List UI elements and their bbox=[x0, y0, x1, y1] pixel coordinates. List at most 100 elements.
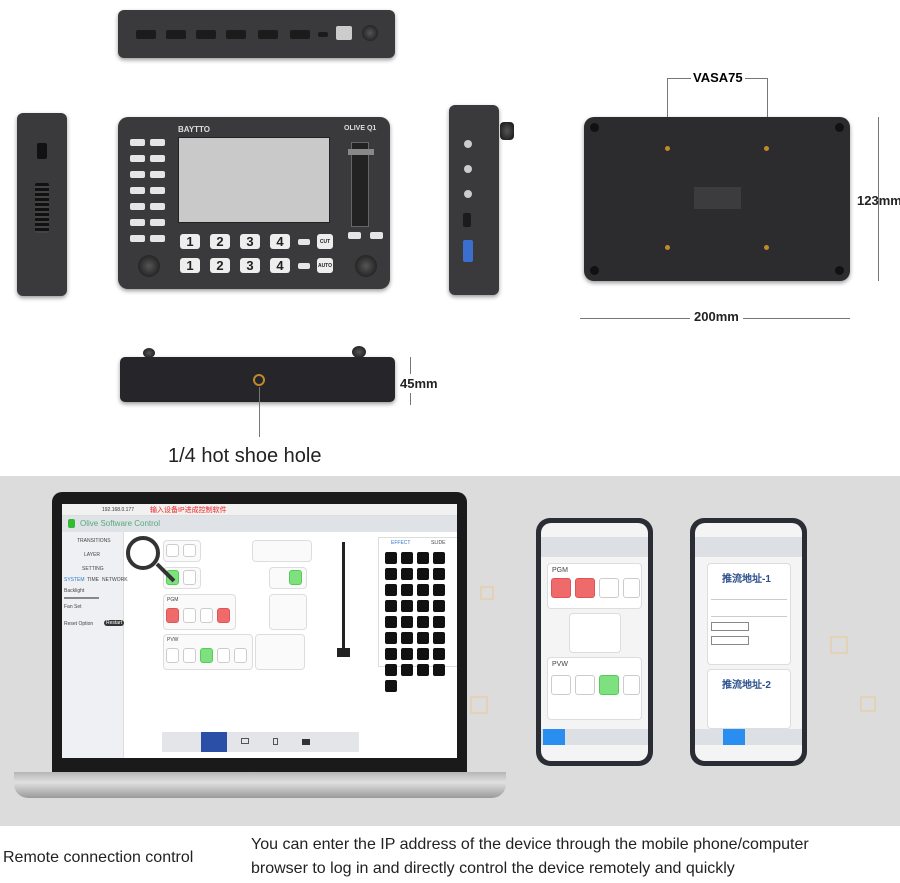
stream-start-button[interactable] bbox=[711, 622, 749, 631]
pgm-button-3[interactable]: 3 bbox=[240, 234, 260, 249]
small-button[interactable] bbox=[298, 263, 310, 269]
pgm-button[interactable] bbox=[551, 578, 571, 598]
backlight-slider[interactable] bbox=[64, 597, 99, 599]
pvw-button-4[interactable]: 4 bbox=[270, 258, 290, 273]
app-title: Olive Software Control bbox=[80, 519, 161, 528]
func-button[interactable] bbox=[150, 139, 165, 146]
device-back-view bbox=[584, 117, 850, 281]
pvw-label: PVW bbox=[167, 637, 179, 643]
func-button[interactable] bbox=[150, 187, 165, 194]
pgm-button[interactable] bbox=[200, 608, 213, 623]
func-button[interactable] bbox=[130, 171, 145, 178]
pgm-button-4[interactable]: 4 bbox=[270, 234, 290, 249]
monitor-icon[interactable] bbox=[723, 729, 745, 745]
pvw-button[interactable] bbox=[183, 648, 196, 663]
pgm-button[interactable] bbox=[575, 578, 595, 598]
pgm-button-1[interactable]: 1 bbox=[180, 234, 200, 249]
tab-system[interactable]: SYSTEM bbox=[64, 577, 85, 583]
small-button[interactable] bbox=[370, 232, 383, 239]
camera-icon[interactable] bbox=[302, 739, 310, 745]
pvw-button[interactable] bbox=[234, 648, 247, 663]
pgm-button[interactable] bbox=[166, 608, 179, 623]
tab-network[interactable]: NETWORK bbox=[102, 577, 128, 583]
address-bar[interactable]: 192.168.0.177 bbox=[102, 507, 134, 513]
func-button[interactable] bbox=[130, 203, 145, 210]
caption-title: Remote connection control bbox=[3, 849, 194, 866]
pgm-button[interactable] bbox=[599, 578, 619, 598]
func-button[interactable] bbox=[150, 171, 165, 178]
hdmi-port bbox=[258, 30, 278, 39]
func-button[interactable] bbox=[130, 219, 145, 226]
sidebar-setting[interactable]: SETTING bbox=[82, 566, 104, 572]
t-bar-slider[interactable] bbox=[337, 542, 350, 657]
pgm-button[interactable] bbox=[217, 608, 230, 623]
bottom-nav bbox=[162, 732, 359, 752]
audio-jack bbox=[464, 190, 472, 198]
tab-effect[interactable]: EFFECT bbox=[391, 540, 411, 546]
phone-bottom-nav bbox=[695, 729, 802, 745]
control-button[interactable] bbox=[183, 544, 196, 557]
cut-button[interactable]: CUT bbox=[317, 234, 333, 249]
pvw-button-3[interactable]: 3 bbox=[240, 258, 260, 273]
func-button[interactable] bbox=[150, 219, 165, 226]
control-button[interactable] bbox=[289, 570, 302, 585]
tab-time[interactable]: TIME bbox=[87, 577, 99, 583]
device-top-view bbox=[118, 10, 395, 58]
func-button[interactable] bbox=[130, 155, 145, 162]
hot-shoe-label: 1/4 hot shoe hole bbox=[168, 445, 322, 467]
pvw-button[interactable] bbox=[200, 648, 213, 663]
width-dimension: 200mm bbox=[690, 309, 743, 324]
pvw-button-1[interactable]: 1 bbox=[180, 258, 200, 273]
pvw-button[interactable] bbox=[551, 675, 571, 695]
func-button[interactable] bbox=[150, 203, 165, 210]
audio-icon[interactable] bbox=[273, 738, 278, 745]
pvw-button[interactable] bbox=[217, 648, 230, 663]
pgm-button[interactable] bbox=[623, 578, 640, 598]
hdmi-port bbox=[136, 30, 156, 39]
sidebar-transitions[interactable]: TRANSITIONS bbox=[77, 538, 111, 544]
model-label: OLIVE Q1 bbox=[344, 125, 377, 132]
pvw-button[interactable] bbox=[166, 648, 179, 663]
t-bar-fader[interactable] bbox=[348, 142, 374, 227]
stream-address-1: 推流地址-1 bbox=[722, 574, 771, 585]
control-button[interactable] bbox=[166, 544, 179, 557]
phone-mixer: PGM PVW bbox=[536, 518, 653, 766]
usb-c-port bbox=[318, 32, 328, 37]
pvw-button[interactable] bbox=[575, 675, 595, 695]
audio-jack bbox=[464, 140, 472, 148]
power-switch bbox=[37, 143, 47, 159]
monitor-icon[interactable] bbox=[241, 738, 249, 744]
browser-bar: 192.168.0.177 输入设备IP进成控制软件 bbox=[62, 504, 457, 516]
pvw-button-2[interactable]: 2 bbox=[210, 258, 230, 273]
grid-icon[interactable] bbox=[543, 729, 565, 745]
restart-button[interactable]: Restart bbox=[104, 620, 125, 626]
hint-text: 输入设备IP进成控制软件 bbox=[150, 507, 227, 514]
pvw-button[interactable] bbox=[623, 675, 640, 695]
func-button[interactable] bbox=[150, 235, 165, 242]
pgm-button[interactable] bbox=[183, 608, 196, 623]
small-button[interactable] bbox=[298, 239, 310, 245]
auto-button[interactable]: AUTO bbox=[317, 258, 333, 273]
effect-grid[interactable] bbox=[383, 550, 457, 694]
hdmi-port bbox=[166, 30, 186, 39]
volume-knob[interactable] bbox=[355, 255, 377, 277]
pgm-button-2[interactable]: 2 bbox=[210, 234, 230, 249]
ptz-joystick[interactable] bbox=[138, 255, 160, 277]
grid-icon[interactable] bbox=[201, 732, 227, 752]
func-button[interactable] bbox=[130, 235, 145, 242]
small-button[interactable] bbox=[348, 232, 361, 239]
knob bbox=[352, 346, 366, 358]
stream-stop-button[interactable] bbox=[711, 636, 749, 645]
sidebar-layer[interactable]: LAYER bbox=[84, 552, 101, 558]
tab-slide[interactable]: SLIDE bbox=[431, 540, 446, 546]
func-button[interactable] bbox=[130, 187, 145, 194]
hdmi-port bbox=[226, 30, 246, 39]
laptop-base bbox=[14, 772, 506, 798]
reset-label: Reset Option bbox=[64, 621, 94, 627]
func-button[interactable] bbox=[150, 155, 165, 162]
control-button[interactable] bbox=[183, 570, 196, 585]
func-button[interactable] bbox=[130, 139, 145, 146]
fan-label: Fan Set bbox=[64, 604, 82, 610]
pvw-button[interactable] bbox=[599, 675, 619, 695]
effect-panel: EFFECT SLIDE bbox=[378, 537, 457, 692]
